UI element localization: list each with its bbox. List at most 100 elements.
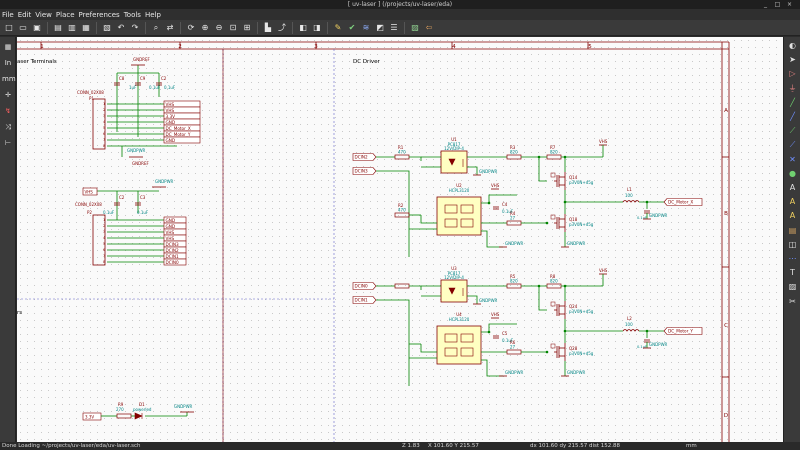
zoom-out-icon[interactable]: ⊖: [215, 23, 223, 32]
add-line-icon[interactable]: ⋯: [788, 254, 797, 263]
wire[interactable]: [420, 215, 437, 224]
zoom-redraw-icon[interactable]: ⟳: [187, 23, 195, 32]
wire[interactable]: [409, 285, 422, 290]
hier-sheet-icon[interactable]: ▤: [788, 225, 797, 235]
menu-tools[interactable]: Tools: [123, 10, 141, 19]
wire[interactable]: [481, 323, 517, 333]
inductor[interactable]: [622, 200, 640, 203]
bus-wire-icon[interactable]: ⤨: [5, 123, 11, 131]
select-icon[interactable]: ⊢: [4, 139, 12, 147]
gate-driver-ic[interactable]: [436, 196, 482, 236]
add-text-icon[interactable]: T: [790, 268, 795, 278]
no-connect-icon[interactable]: ✕: [789, 154, 796, 164]
minimize-button[interactable]: _: [764, 1, 767, 8]
wire[interactable]: [538, 157, 547, 182]
menu-preferences[interactable]: Preferences: [78, 10, 120, 19]
mm-label[interactable]: mm: [2, 75, 16, 83]
resistor[interactable]: [394, 154, 410, 160]
add-image-icon[interactable]: ▨: [788, 282, 797, 292]
wire[interactable]: [409, 156, 422, 161]
gate-driver-ic[interactable]: [436, 325, 482, 365]
power-led-circuit[interactable]: 3.3V R9 D1 270 powerled GNDPWR: [82, 402, 194, 421]
find-icon[interactable]: ⌕: [153, 22, 159, 32]
select-arrow-icon[interactable]: ➤: [789, 55, 796, 65]
resistor[interactable]: [394, 283, 410, 289]
delete-icon[interactable]: ✂: [789, 296, 796, 306]
library-editor-icon[interactable]: ◧: [299, 23, 307, 32]
bus-entry-icon[interactable]: ⟋: [789, 140, 796, 150]
grid-icon[interactable]: ▦: [4, 43, 12, 51]
resistor[interactable]: [506, 349, 522, 355]
local-label-icon[interactable]: A: [789, 183, 796, 192]
pcbnew-icon[interactable]: ▨: [411, 23, 419, 32]
net-label-box[interactable]: [163, 136, 201, 144]
erc-icon[interactable]: ✔: [348, 23, 356, 32]
undo-icon[interactable]: ↶: [117, 23, 125, 32]
add-bus-icon[interactable]: ╱: [790, 112, 795, 121]
print-icon[interactable]: ▥: [68, 23, 76, 32]
global-label[interactable]: [663, 198, 703, 206]
resistor[interactable]: [506, 283, 522, 289]
add-power-icon[interactable]: ⏚: [788, 83, 797, 93]
driver-stage-x[interactable]: DCIN2DCIN3R1470R2470U1PC81712V/DIP-4GNDP…: [352, 137, 703, 257]
maximize-button[interactable]: □: [774, 1, 781, 8]
replace-icon[interactable]: ⇄: [166, 23, 174, 32]
bom-icon[interactable]: ☰: [390, 23, 398, 32]
wire[interactable]: [481, 230, 503, 248]
cursor-icon[interactable]: ✛: [5, 91, 11, 99]
connector-p2[interactable]: VHS CONN_02X08 P2 C2 C3 0.1uF 0.1uF GNDP…: [75, 179, 187, 266]
global-label-icon[interactable]: A: [789, 197, 796, 207]
net-label-box[interactable]: [163, 258, 187, 266]
mosfet[interactable]: [554, 214, 566, 232]
hier-label[interactable]: [352, 167, 377, 175]
hier-label[interactable]: [352, 296, 377, 304]
netlist-icon[interactable]: ≋: [362, 23, 370, 32]
hier-label[interactable]: [352, 282, 377, 290]
global-label[interactable]: [82, 187, 98, 196]
in-label[interactable]: In: [4, 59, 12, 67]
junction-icon[interactable]: ●: [789, 168, 796, 178]
open-icon[interactable]: ▭: [19, 23, 27, 32]
hier-label[interactable]: [352, 153, 377, 161]
cvpcb-icon[interactable]: ◩: [376, 23, 384, 32]
global-label[interactable]: [82, 412, 102, 421]
import-pin-icon[interactable]: ◫: [788, 239, 797, 249]
menu-file[interactable]: File: [2, 10, 14, 19]
driver-stage-y[interactable]: DCIN0DCIN1U3PC81712V/DIP-4GNDPWRU4HCPL31…: [352, 266, 703, 386]
resistor[interactable]: [506, 220, 522, 226]
resistor[interactable]: [394, 212, 410, 218]
optocoupler[interactable]: [440, 150, 468, 174]
add-wire-icon[interactable]: ╱: [790, 97, 795, 107]
wire[interactable]: [467, 295, 478, 304]
wire[interactable]: [376, 299, 410, 386]
wire[interactable]: [481, 194, 517, 204]
new-icon[interactable]: □: [5, 23, 13, 32]
schematic-canvas[interactable]: 1 2 3 4 5 A B C D aser Terminals DC Driv…: [17, 37, 783, 442]
paste-icon[interactable]: ▧: [103, 23, 111, 32]
wire[interactable]: [376, 170, 410, 257]
menu-place[interactable]: Place: [55, 10, 75, 19]
resistor[interactable]: [546, 154, 562, 160]
resistor[interactable]: [506, 154, 522, 160]
zoom-selection-icon[interactable]: ⊞: [243, 23, 251, 32]
zoom-fit-icon[interactable]: ⊡: [229, 23, 237, 32]
add-component-icon[interactable]: ▷: [789, 69, 796, 79]
page-settings-icon[interactable]: ▤: [54, 23, 62, 32]
inductor[interactable]: [622, 329, 640, 332]
wire[interactable]: [467, 166, 478, 175]
hidden-pins-icon[interactable]: ↯: [5, 107, 11, 115]
resistor[interactable]: [546, 283, 562, 289]
leave-sheet-icon[interactable]: ⤴: [278, 23, 286, 32]
hierarchy-icon[interactable]: ▙: [264, 23, 272, 32]
redo-icon[interactable]: ↷: [131, 23, 139, 32]
wire[interactable]: [420, 344, 437, 353]
hier-label-icon[interactable]: A: [789, 211, 796, 221]
close-button[interactable]: ×: [786, 1, 793, 8]
zoom-in-icon[interactable]: ⊕: [201, 23, 209, 32]
annotate-icon[interactable]: ✎: [334, 23, 342, 32]
highlight-icon[interactable]: ◐: [789, 41, 796, 50]
library-browser-icon[interactable]: ◨: [313, 23, 321, 32]
menu-edit[interactable]: Edit: [17, 10, 32, 19]
mosfet[interactable]: [554, 343, 566, 361]
menu-help[interactable]: Help: [144, 10, 161, 19]
